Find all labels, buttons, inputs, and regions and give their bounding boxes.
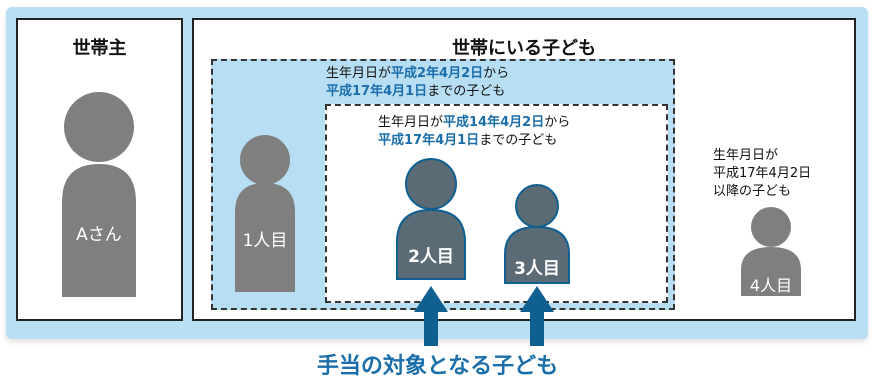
person-icon <box>741 207 801 296</box>
inner-range-zone <box>325 104 668 303</box>
children-panel-title: 世帯にいる子ども <box>452 38 596 59</box>
person-label: 1人目 <box>242 231 288 251</box>
person-label: Aさん <box>76 225 122 245</box>
person-icon <box>504 184 570 284</box>
head-of-household-title: 世帯主 <box>72 38 127 59</box>
up-arrow-icon <box>520 286 554 346</box>
person-icon <box>235 135 295 292</box>
person-head-of-household: Aさん <box>60 92 138 297</box>
person-label: 3人目 <box>514 259 560 279</box>
outer-range-line2: 平成17年4月1日までの子ども <box>326 84 506 99</box>
person-label: 4人目 <box>749 276 793 295</box>
person-label: 2人目 <box>408 247 454 267</box>
outside-range-line1: 生年月日が <box>713 148 779 163</box>
person-child-4: 4人目 <box>739 206 803 296</box>
outside-range-line2: 平成17年4月2日 <box>713 166 812 181</box>
outside-range-line3: 以降の子ども <box>713 184 792 199</box>
person-child-1: 1人目 <box>233 134 297 292</box>
inner-range-line2: 平成17年4月1日までの子ども <box>378 133 558 148</box>
person-icon <box>62 92 136 297</box>
outer-range-line1: 生年月日が平成2年4月2日から <box>326 66 510 81</box>
inner-range-line1: 生年月日が平成14年4月2日から <box>378 115 571 130</box>
up-arrow-icon <box>414 286 448 346</box>
person-child-2: 2人目 <box>395 158 467 280</box>
person-child-3: 3人目 <box>503 184 571 284</box>
person-icon <box>396 158 466 280</box>
eligible-children-caption: 手当の対象となる子ども <box>316 354 559 379</box>
